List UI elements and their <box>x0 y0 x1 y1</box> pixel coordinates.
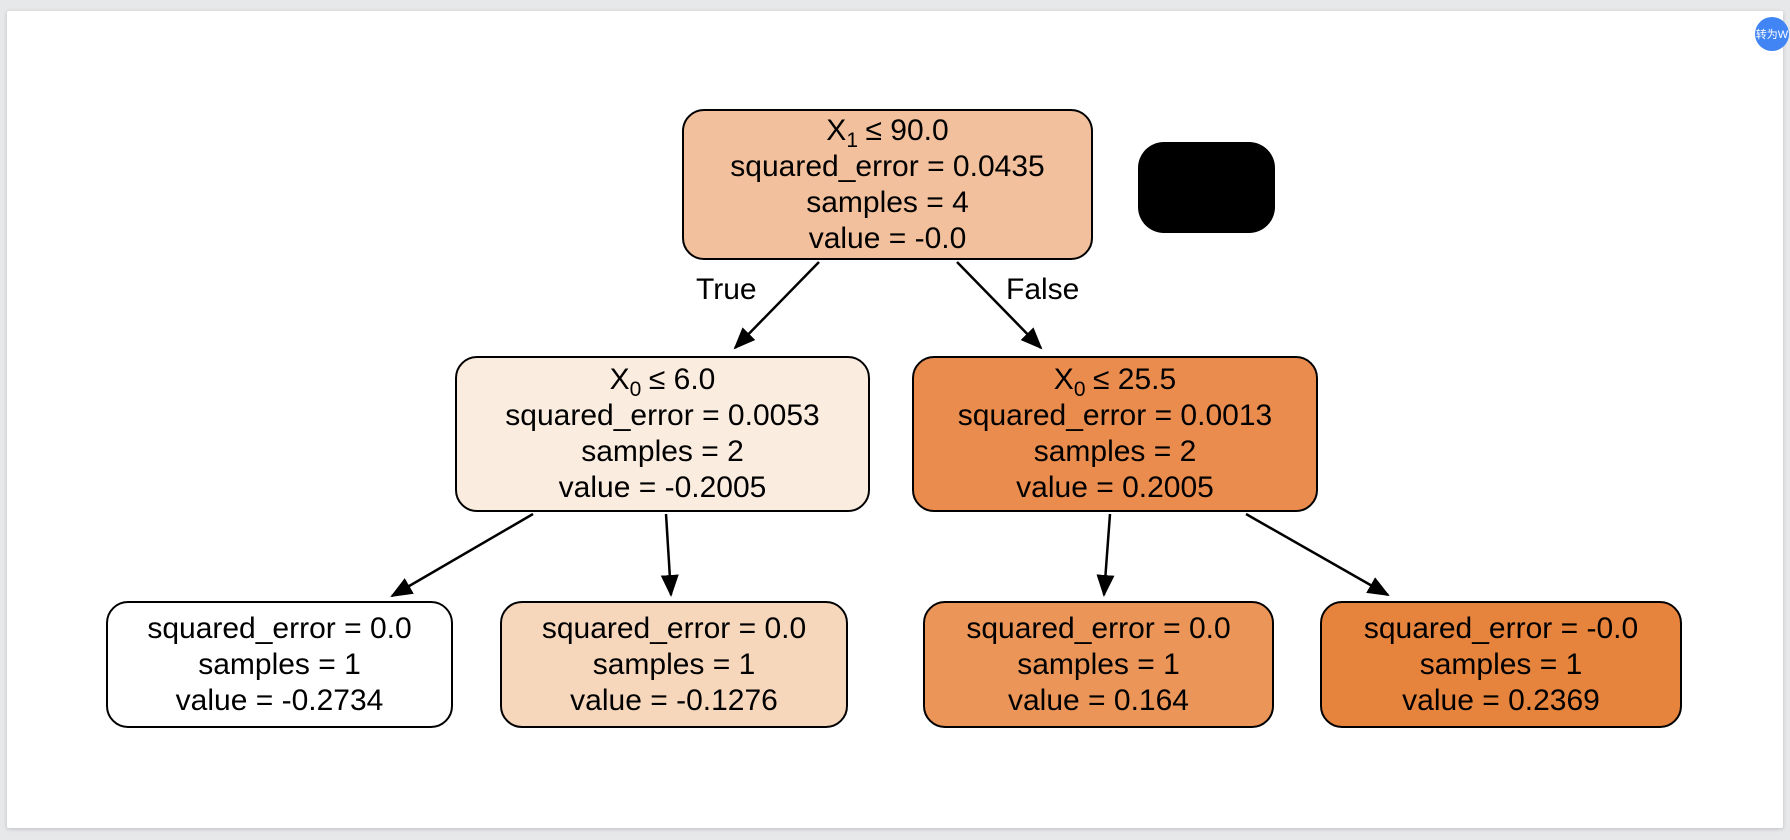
node-samples: samples = 1 <box>1017 647 1180 681</box>
node-samples: samples = 4 <box>806 185 969 219</box>
node-value: value = -0.0 <box>808 221 967 255</box>
tree-node-leaf-3: squared_error = 0.0 samples = 1 value = … <box>923 601 1274 728</box>
node-squared-error: squared_error = 0.0 <box>147 611 412 645</box>
node-samples: samples = 1 <box>592 647 756 681</box>
node-value: value = -0.1276 <box>570 683 778 717</box>
node-squared-error: squared_error = 0.0053 <box>505 399 820 432</box>
node-squared-error: squared_error = -0.0 <box>1363 611 1639 645</box>
node-squared-error: squared_error = 0.0013 <box>957 399 1273 432</box>
node-value: value = -0.2005 <box>558 471 767 504</box>
node-value: value = -0.2734 <box>175 683 384 717</box>
node-condition: X0≤ 25.5 <box>1053 363 1177 401</box>
extension-badge-button[interactable]: 转为W <box>1755 17 1789 51</box>
tree-node-internal-left: X0≤ 6.0 squared_error = 0.0053 samples =… <box>455 356 870 512</box>
edge-label-true: True <box>696 273 757 306</box>
node-squared-error: squared_error = 0.0 <box>541 611 807 645</box>
node-condition: X1≤ 90.0 <box>826 113 949 152</box>
edge-label-false: False <box>1006 273 1080 306</box>
node-samples: samples = 2 <box>581 435 744 468</box>
tree-node-internal-right: X0≤ 25.5 squared_error = 0.0013 samples … <box>912 356 1318 512</box>
tree-node-leaf-4: squared_error = -0.0 samples = 1 value =… <box>1320 601 1682 728</box>
node-value: value = 0.164 <box>1008 683 1189 717</box>
tree-node-root: X1≤ 90.0 squared_error = 0.0435 samples … <box>682 109 1093 260</box>
node-samples: samples = 1 <box>1419 647 1583 681</box>
node-samples: samples = 2 <box>1033 435 1197 468</box>
node-squared-error: squared_error = 0.0435 <box>730 149 1045 183</box>
tree-node-leaf-1: squared_error = 0.0 samples = 1 value = … <box>106 601 453 728</box>
node-value: value = 0.2369 <box>1402 683 1600 717</box>
node-condition: X0≤ 6.0 <box>609 363 716 401</box>
black-node-box <box>1138 142 1275 233</box>
node-value: value = 0.2005 <box>1016 471 1214 504</box>
tree-node-leaf-2: squared_error = 0.0 samples = 1 value = … <box>500 601 848 728</box>
node-samples: samples = 1 <box>198 647 361 681</box>
node-squared-error: squared_error = 0.0 <box>966 611 1231 645</box>
